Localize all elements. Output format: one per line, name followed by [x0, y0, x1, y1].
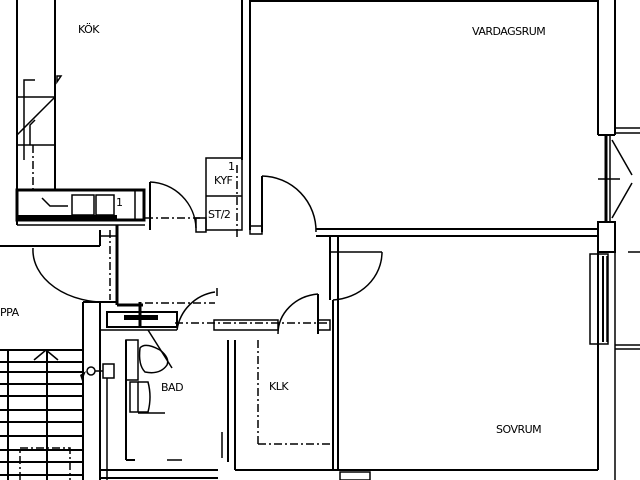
bedroom: [589, 251, 640, 480]
tap-mark: 1: [116, 196, 123, 209]
room-label-trappa: PPA: [0, 306, 20, 319]
room-label-vardagsrum: VARDAGSRUM: [472, 25, 545, 38]
bedroom-door: [329, 236, 383, 470]
room-label-bad: BAD: [161, 381, 183, 394]
room-label-kyf: KYF: [214, 174, 233, 187]
kitchen-counter: 1: [15, 188, 146, 226]
bathroom-cabinet: [100, 302, 330, 331]
balcony-door: [597, 135, 633, 253]
room-label-st: ST/2: [208, 208, 230, 221]
room-label-sovrum: SOVRUM: [496, 423, 541, 436]
electrical-meter: [80, 363, 115, 480]
kitchen-room: [16, 0, 251, 230]
bathroom-door: [176, 288, 218, 331]
living-room: [250, 0, 640, 237]
hallway: [0, 225, 119, 480]
room-label-klk: KLK: [269, 380, 289, 393]
closet-door: [213, 293, 331, 335]
room-label-kok: KÖK: [78, 23, 100, 36]
bathroom: [100, 329, 218, 479]
living-room-door: [249, 175, 317, 235]
kitchen-door: [145, 181, 207, 233]
closet: [221, 340, 598, 480]
mark: 1: [228, 160, 235, 173]
staircase: [0, 349, 83, 480]
kyf-storage: KYF 1 ST/2: [205, 157, 243, 240]
